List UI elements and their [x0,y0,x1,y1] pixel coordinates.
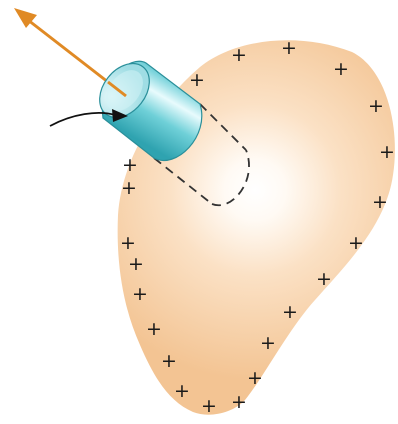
plus-charge-sign: + [132,283,148,305]
plus-charge-sign: + [372,191,388,213]
plus-charge-sign: + [379,141,395,163]
plus-charge-sign: + [282,301,298,323]
plus-charge-sign: + [348,232,364,254]
curved-pointer-arrow [49,109,128,127]
plus-charge-sign: + [146,318,162,340]
gaussian-cylinder [99,60,203,161]
plus-charge-sign: + [333,58,349,80]
plus-charge-sign: + [231,44,247,66]
plus-charge-sign: + [368,95,384,117]
plus-charge-sign: + [201,395,217,417]
gaussian-cylinder-hidden [153,103,250,207]
surface-charges: ++++++++++++++++++++++ [120,37,395,417]
plus-charge-sign: + [122,154,138,176]
plus-charge-sign: + [128,253,144,275]
plus-charge-sign: + [121,177,137,199]
plus-charge-sign: + [260,332,276,354]
plus-charge-sign: + [247,367,263,389]
plus-charge-sign: + [120,232,136,254]
plus-charge-sign: + [174,380,190,402]
plus-charge-sign: + [316,268,332,290]
plus-charge-sign: + [161,350,177,372]
plus-charge-sign: + [189,69,205,91]
plus-charge-sign: + [281,37,297,59]
electric-field-arrow-base [107,80,127,98]
plus-charge-sign: + [231,391,247,413]
